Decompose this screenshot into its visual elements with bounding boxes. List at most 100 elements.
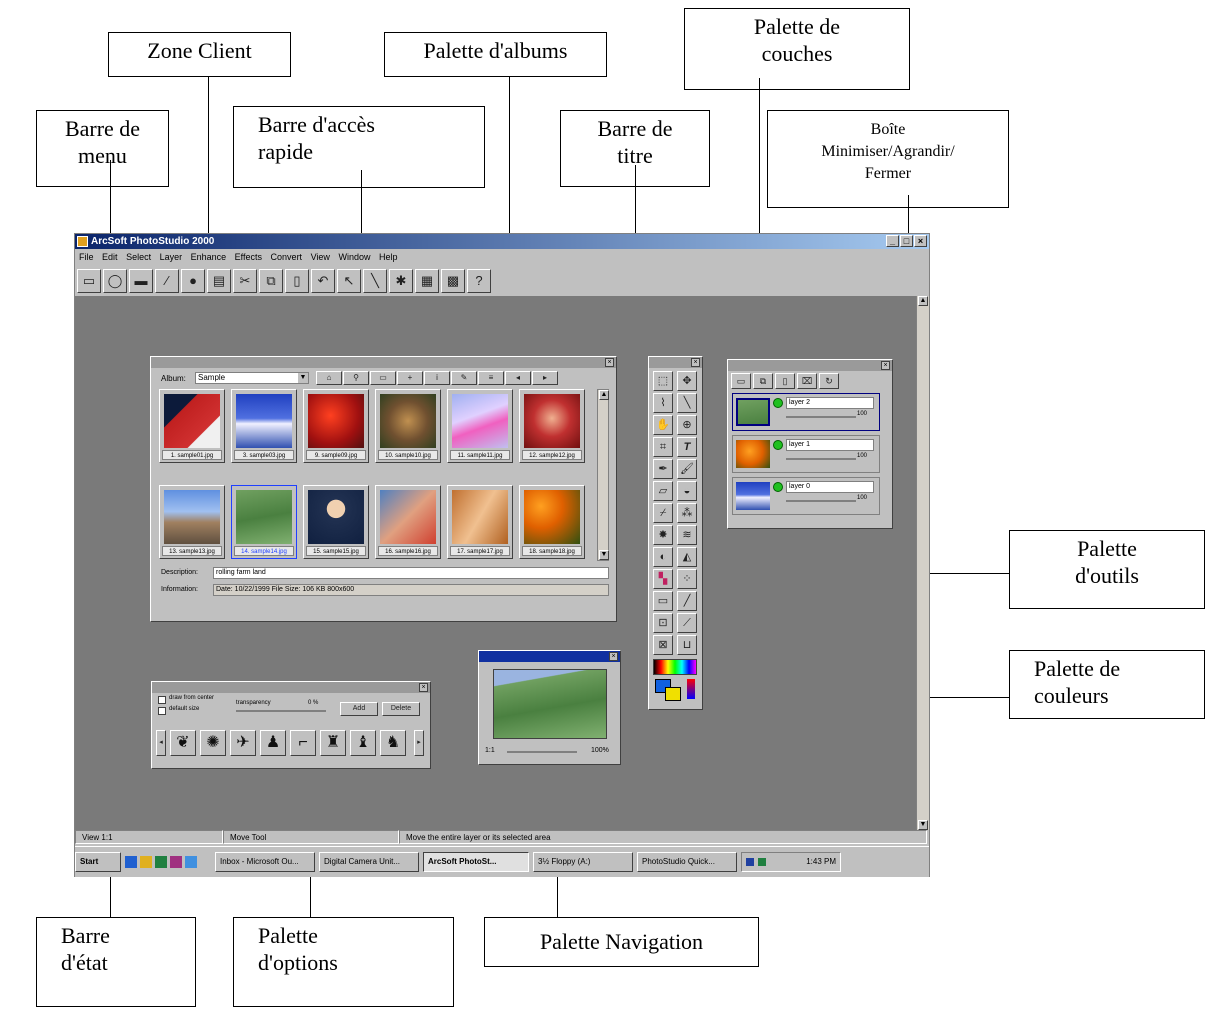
color-spectrum[interactable] — [653, 659, 697, 675]
color-pick-icon[interactable]: ▚ — [653, 569, 673, 589]
add-button[interactable]: Add — [340, 702, 378, 716]
layer-merge-icon[interactable]: ▯ — [775, 373, 795, 389]
wand-icon[interactable]: ╲ — [363, 269, 387, 293]
layer-new-icon[interactable]: ▭ — [731, 373, 751, 389]
ie-icon[interactable] — [125, 856, 137, 868]
taskbar-item[interactable]: Digital Camera Unit... — [319, 852, 419, 872]
menu-view[interactable]: View — [310, 252, 330, 262]
scroll-down-icon[interactable]: ▼ — [599, 550, 609, 560]
start-button[interactable]: Start — [75, 852, 121, 872]
close-icon[interactable]: × — [691, 358, 700, 367]
layer-name[interactable]: layer 2 — [786, 397, 874, 409]
album-open-icon[interactable]: ⌂ — [316, 371, 342, 385]
zoom-icon[interactable]: ⊕ — [677, 415, 697, 435]
background-color-swatch[interactable] — [665, 687, 681, 701]
album-thumb[interactable]: 1. sample01.jpg — [159, 389, 225, 463]
channels-icon[interactable] — [170, 856, 182, 868]
album-thumb[interactable]: 14. sample14.jpg — [231, 485, 297, 559]
album-edit-icon[interactable]: ✎ — [451, 371, 477, 385]
menu-effects[interactable]: Effects — [234, 252, 263, 262]
taskbar-item[interactable]: ArcSoft PhotoSt... — [423, 852, 529, 872]
album-thumb[interactable]: 10. sample10.jpg — [375, 389, 441, 463]
shape-chair-icon[interactable]: ♟ — [260, 730, 286, 756]
close-icon[interactable]: × — [881, 361, 890, 370]
print-icon[interactable]: ● — [181, 269, 205, 293]
album-sort-icon[interactable]: ≡ — [478, 371, 504, 385]
shape-vase-icon[interactable]: ♝ — [350, 730, 376, 756]
help-icon[interactable]: ? — [467, 269, 491, 293]
hand-icon[interactable]: ✋ — [653, 415, 673, 435]
visibility-icon[interactable] — [773, 440, 783, 450]
taskbar-item[interactable]: PhotoStudio Quick... — [637, 852, 737, 872]
sun-icon[interactable]: ✸ — [653, 525, 673, 545]
acquire-icon[interactable]: ⁄ — [155, 269, 179, 293]
album-select[interactable]: Sample ▼ — [195, 372, 309, 384]
crop-icon[interactable]: ⌗ — [653, 437, 673, 457]
new-icon[interactable]: ▭ — [77, 269, 101, 293]
stamp-icon[interactable]: ⊠ — [653, 635, 673, 655]
media-icon[interactable] — [185, 856, 197, 868]
client-area[interactable]: × Album: Sample ▼ ⌂ ⚲ ▭ + i ✎ ≡ ◂ ▸ 1. s… — [75, 296, 917, 830]
copy-icon[interactable]: ⧉ — [259, 269, 283, 293]
description-field[interactable]: rolling farm land — [213, 567, 609, 579]
taskbar-item[interactable]: 3½ Floppy (A:) — [533, 852, 633, 872]
title-bar[interactable]: ArcSoft PhotoStudio 2000 _ □ × — [75, 234, 929, 249]
needle-icon[interactable]: ⟋ — [677, 613, 697, 633]
move-icon[interactable]: ✥ — [677, 371, 697, 391]
menu-help[interactable]: Help — [378, 252, 398, 262]
scatter-icon[interactable]: ⁘ — [677, 569, 697, 589]
lasso-icon[interactable]: ⌇ — [653, 393, 673, 413]
minimize-button[interactable]: _ — [886, 235, 899, 247]
smudge-icon[interactable]: ≋ — [677, 525, 697, 545]
album-thumb[interactable]: 16. sample16.jpg — [375, 485, 441, 559]
scroll-up-icon[interactable]: ▲ — [599, 390, 609, 400]
paste-icon[interactable]: ▯ — [285, 269, 309, 293]
album-add-icon[interactable]: + — [397, 371, 423, 385]
album-thumb[interactable]: 12. sample12.jpg — [519, 389, 585, 463]
album-info-icon[interactable]: i — [424, 371, 450, 385]
album-next-icon[interactable]: ▸ — [532, 371, 558, 385]
layers-palette-titlebar[interactable]: × — [728, 360, 892, 371]
brush-icon[interactable]: 🖌 — [677, 459, 697, 479]
opacity-slider[interactable] — [786, 458, 856, 460]
shape-figure-icon[interactable]: ♞ — [380, 730, 406, 756]
layer-props-icon[interactable]: ↻ — [819, 373, 839, 389]
menu-file[interactable]: File — [79, 252, 94, 262]
layer-row[interactable]: layer 0 100 — [732, 477, 880, 515]
layer-row[interactable]: layer 2 100 — [732, 393, 880, 431]
save-icon[interactable]: ▬ — [129, 269, 153, 293]
album-thumb[interactable]: 9. sample09.jpg — [303, 389, 369, 463]
album-thumb[interactable]: 13. sample13.jpg — [159, 485, 225, 559]
tools-palette-titlebar[interactable]: × — [649, 357, 702, 368]
pointer-icon[interactable]: ↖ — [337, 269, 361, 293]
select-rect-icon[interactable]: ⬚ — [653, 371, 673, 391]
album-thumb[interactable]: 11. sample11.jpg — [447, 389, 513, 463]
cut-icon[interactable]: ✂ — [233, 269, 257, 293]
opacity-slider[interactable] — [786, 416, 856, 418]
draw-center-checkbox[interactable] — [158, 696, 166, 704]
album-thumb[interactable]: 15. sample15.jpg — [303, 485, 369, 559]
album-thumb[interactable]: 3. sample03.jpg — [231, 389, 297, 463]
album-prev-icon[interactable]: ◂ — [505, 371, 531, 385]
calendar-icon[interactable]: ▩ — [441, 269, 465, 293]
menu-enhance[interactable]: Enhance — [190, 252, 227, 262]
maximize-button[interactable]: □ — [900, 235, 913, 247]
album-folder-icon[interactable]: ▭ — [370, 371, 396, 385]
swap-colors-icon[interactable] — [687, 679, 695, 699]
default-size-checkbox[interactable] — [158, 707, 166, 715]
pen-icon[interactable]: ✒ — [653, 459, 673, 479]
visibility-icon[interactable] — [773, 482, 783, 492]
shape-icon[interactable]: ⊡ — [653, 613, 673, 633]
transparency-slider[interactable] — [236, 710, 326, 712]
menu-window[interactable]: Window — [338, 252, 371, 262]
menu-convert[interactable]: Convert — [270, 252, 303, 262]
undo-icon[interactable]: ↶ — [311, 269, 335, 293]
dropper-icon[interactable]: ⌿ — [653, 503, 673, 523]
effects-icon[interactable]: ✱ — [389, 269, 413, 293]
blur-icon[interactable]: ◭ — [677, 547, 697, 567]
navigation-palette-titlebar[interactable]: × — [479, 651, 620, 662]
layer-dup-icon[interactable]: ⧉ — [753, 373, 773, 389]
shape-bottle-icon[interactable]: ♜ — [320, 730, 346, 756]
open-icon[interactable]: ◯ — [103, 269, 127, 293]
stitch-icon[interactable]: ▦ — [415, 269, 439, 293]
